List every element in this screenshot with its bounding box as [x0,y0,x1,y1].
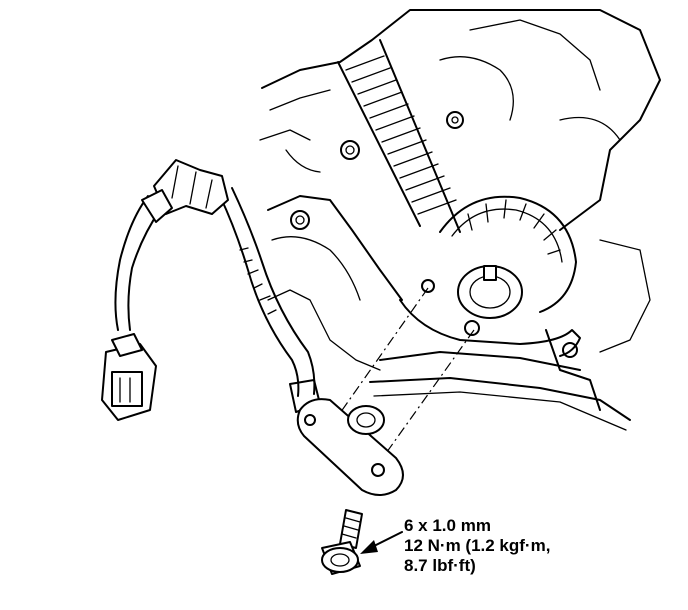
lower-connector [101,333,157,421]
sensor-harness [114,187,321,413]
alignment-lines [337,287,475,471]
torque-value-line2: 8.7 lbf·ft) [404,556,476,575]
engine-block [259,9,661,431]
crank-position-sensor [296,398,404,496]
torque-value-line1: 12 N·m (1.2 kgf·m, [404,536,551,555]
upper-connector [141,159,229,223]
mounting-bolt [321,509,363,575]
torque-spec-callout: 6 x 1.0 mm 12 N·m (1.2 kgf·m, 8.7 lbf·ft… [404,516,550,576]
timing-belt [337,39,461,233]
crankshaft-sprocket [439,195,577,319]
cover-flange [399,279,581,358]
callout-arrow [360,531,403,554]
bolt-size-label: 6 x 1.0 mm [404,516,491,535]
